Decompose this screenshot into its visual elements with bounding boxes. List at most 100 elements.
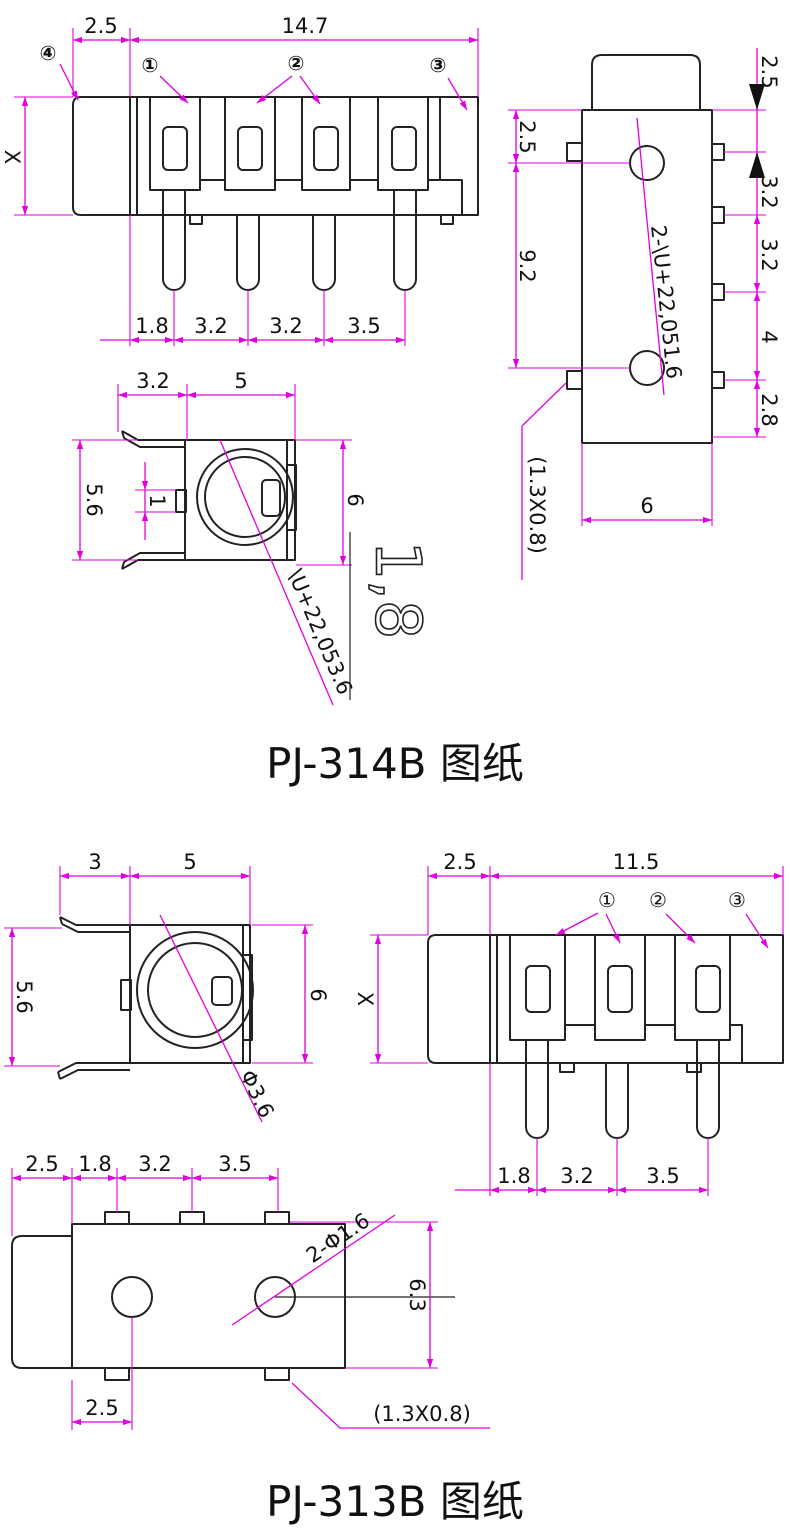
extension-lines bbox=[11, 1168, 279, 1236]
dim-right-label: 3.2 bbox=[757, 175, 781, 208]
dim-length-label: 14.7 bbox=[282, 14, 329, 38]
pad-note: (1.3X0.8) bbox=[373, 1402, 471, 1426]
extension-lines bbox=[489, 1063, 709, 1196]
terminal-tab-2 bbox=[594, 935, 646, 1041]
callout-leader bbox=[745, 913, 769, 949]
extension-lines bbox=[252, 924, 313, 1064]
bore-note: Φ3.6 bbox=[235, 1066, 278, 1121]
spring-clip-bottom bbox=[57, 1062, 130, 1080]
pad-note: (1.3X0.8) bbox=[525, 456, 549, 554]
jack-bore-outer bbox=[136, 931, 254, 1049]
pj314b-front-view: 2.5 14.7 X 1.8 3.2 3.2 3.5 ④ ① ② ③ bbox=[0, 14, 479, 346]
housing-step bbox=[200, 97, 463, 215]
terminal-slot-2 bbox=[607, 965, 633, 1013]
solder-pad bbox=[711, 283, 725, 301]
dim-right-label: 2.8 bbox=[757, 393, 781, 426]
solder-pad bbox=[566, 370, 583, 390]
solder-pad bbox=[566, 142, 583, 162]
locating-hole bbox=[629, 145, 665, 181]
dim-top-label: 5 bbox=[234, 369, 247, 393]
callout-leader bbox=[555, 912, 599, 936]
terminal-tab-3 bbox=[301, 97, 351, 191]
solder-pad bbox=[264, 1211, 290, 1225]
extension-lines bbox=[581, 443, 713, 526]
extension-lines bbox=[59, 866, 251, 925]
dim-right-label: 4 bbox=[757, 330, 781, 343]
extension-lines bbox=[370, 934, 428, 1064]
housing-step bbox=[565, 1024, 743, 1063]
spring-clip-bottom bbox=[121, 552, 185, 570]
bottom-body bbox=[71, 1223, 346, 1369]
dim-left-label: 5.6 bbox=[82, 483, 106, 516]
callout-leader bbox=[159, 75, 189, 104]
terminal-tab-1 bbox=[149, 97, 201, 191]
mounting-boss bbox=[686, 1062, 702, 1073]
locating-hole bbox=[111, 1276, 153, 1318]
dim-pitch-label: 3.5 bbox=[347, 314, 380, 338]
front-flange bbox=[72, 96, 130, 216]
callout-1: ① bbox=[142, 53, 159, 77]
dim-arrow bbox=[749, 152, 765, 178]
pin-2 bbox=[605, 1063, 629, 1139]
pj313b-front-view: 2.5 11.5 ① ② ③ X 1.8 3.2 3.5 bbox=[353, 850, 784, 1196]
extension-lines bbox=[290, 1221, 438, 1369]
dim-height-label: X bbox=[0, 150, 24, 164]
pj314b-side-view: 2.5 9.2 2.5 3.2 3.2 4 2.8 6 2-\U+22,051.… bbox=[508, 48, 781, 580]
side-body bbox=[581, 54, 713, 444]
pad-leader bbox=[291, 1382, 490, 1429]
callout-3: ③ bbox=[728, 888, 746, 912]
housing-body bbox=[129, 96, 479, 216]
dim-width-label: 6 bbox=[640, 494, 653, 518]
extension-lines bbox=[508, 109, 630, 369]
dim-pitch-label: 1.8 bbox=[497, 1164, 530, 1188]
bottom-flange bbox=[11, 1235, 72, 1369]
callout-leader bbox=[605, 913, 621, 944]
pj313b-bottom-view: 2.5 1.8 3.2 3.5 6.3 2-Φ1.6 2.5 (1.3X0.8) bbox=[11, 1152, 490, 1430]
dim-left-label: 5.6 bbox=[12, 980, 36, 1013]
terminal-tab-3 bbox=[674, 935, 731, 1041]
pj314b-end-view: 3.2 5 5.6 1 6 \U+22,053.6 1,8 bbox=[72, 369, 435, 706]
solder-pad bbox=[104, 1367, 130, 1381]
terminal-slot-4 bbox=[391, 126, 417, 171]
mounting-boss bbox=[559, 1062, 575, 1073]
dim-pitch-label: 3.2 bbox=[560, 1164, 593, 1188]
side-tab bbox=[175, 489, 187, 513]
dim-right-label: 6.3 bbox=[405, 1278, 429, 1311]
jack-bore-outer bbox=[196, 448, 294, 546]
pin-1 bbox=[162, 190, 186, 291]
callout-3: ③ bbox=[430, 53, 447, 77]
pin-3 bbox=[312, 215, 336, 291]
side-note: 1,8 bbox=[362, 541, 435, 640]
callout-leader bbox=[447, 77, 468, 111]
callout-2: ② bbox=[288, 51, 305, 75]
contact-notch bbox=[211, 976, 233, 1006]
side-tab bbox=[120, 979, 132, 1011]
solder-pad bbox=[179, 1211, 205, 1225]
dim-flange-label: 2.5 bbox=[84, 14, 117, 38]
dim-right-label: 2.5 bbox=[757, 55, 781, 88]
dim-length-label: 11.5 bbox=[613, 850, 660, 874]
dim-top-label: 2.5 bbox=[25, 1152, 58, 1176]
dim-top-label: 3 bbox=[88, 850, 101, 874]
solder-pad bbox=[711, 371, 725, 389]
mounting-boss bbox=[189, 214, 203, 225]
dim-flange-label: 2.5 bbox=[443, 850, 476, 874]
dim-bottom-label: 2.5 bbox=[85, 1396, 118, 1420]
spring-clip-top bbox=[121, 430, 185, 448]
dim-right-label: 6 bbox=[343, 493, 367, 506]
terminal-tab-4 bbox=[377, 97, 429, 191]
extension-lines bbox=[72, 28, 479, 97]
solder-pad bbox=[264, 1367, 290, 1381]
callout-leader bbox=[256, 75, 293, 104]
solder-pad bbox=[104, 1211, 130, 1225]
extension-lines bbox=[712, 109, 766, 438]
dim-pitch-label: 3.2 bbox=[194, 314, 227, 338]
locating-hole bbox=[629, 350, 665, 386]
side-rib bbox=[286, 464, 297, 531]
callout-1: ① bbox=[598, 888, 616, 912]
pin-3 bbox=[696, 1040, 720, 1139]
dim-pitch-label: 3.5 bbox=[646, 1164, 679, 1188]
solder-pad bbox=[711, 143, 725, 161]
dim-top-label: 3.2 bbox=[138, 1152, 171, 1176]
